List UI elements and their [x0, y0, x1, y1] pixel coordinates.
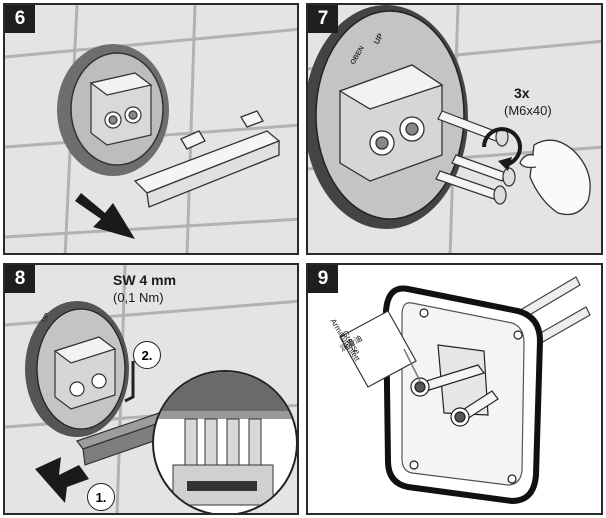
casting-label-up: UP — [41, 312, 52, 324]
screw-count: 3x — [514, 85, 530, 101]
grease-tag-icon — [339, 310, 421, 388]
valve-body — [89, 72, 153, 146]
frame-screws — [409, 308, 523, 484]
step-number-6: 6 — [5, 5, 35, 33]
step-number-8: 8 — [5, 265, 35, 293]
step-number-7: 7 — [308, 5, 338, 33]
valve-body — [410, 344, 499, 427]
hex-key — [124, 361, 135, 403]
panel-6-illustration — [5, 5, 297, 253]
down-right-arrow-icon — [75, 193, 135, 239]
panel-8-illustration: UP — [5, 265, 297, 513]
tool-size: SW 4 mm — [113, 272, 177, 288]
panel-7-illustration: UP OBEN — [308, 5, 601, 253]
step-1-callout: 1. — [87, 483, 115, 511]
step-2-callout: 2. — [133, 341, 161, 369]
valve-body — [53, 336, 117, 410]
valve-body — [338, 64, 444, 182]
screw-spec: (M6x40) — [504, 103, 552, 118]
panel-9-illustration — [308, 265, 601, 513]
hand-icon — [519, 139, 591, 216]
rotation-arrow-icon — [482, 127, 522, 167]
cover-piece — [133, 110, 281, 208]
left-arrow-icon — [35, 457, 89, 503]
panel-8: 8 — [3, 263, 299, 515]
torque-value: (0,1 Nm) — [113, 290, 164, 305]
panel-6: 6 — [3, 3, 299, 255]
panel-9: 9 Armat — [306, 263, 603, 515]
detail-magnifier — [152, 370, 297, 513]
step-number-9: 9 — [308, 265, 338, 293]
panel-7: 7 — [306, 3, 603, 255]
